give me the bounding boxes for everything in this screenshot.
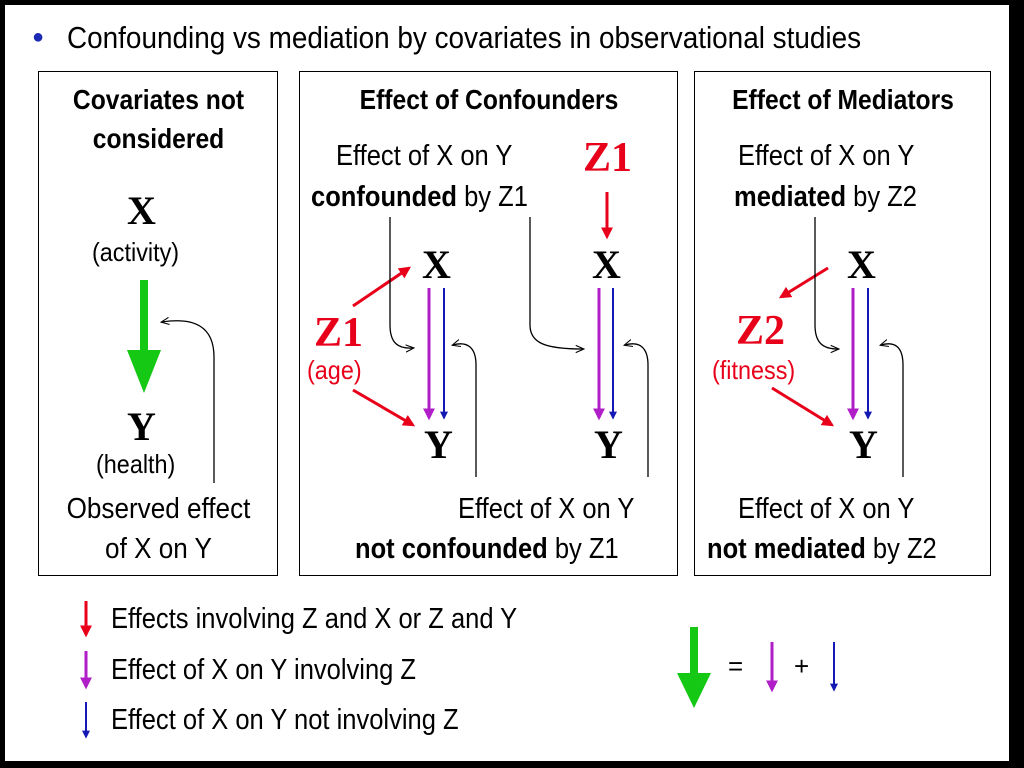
- panel1-y-label: Y: [127, 404, 156, 449]
- panel2-note2-rest: by Z1: [547, 533, 619, 565]
- slide: ● Confounding vs mediation by covariates…: [5, 5, 1009, 761]
- slide-title: Confounding vs mediation by covariates i…: [67, 20, 862, 55]
- legend-purple-text: Effect of X on Y involving Z: [111, 654, 417, 686]
- panel1-footer-line1: Observed effect: [66, 493, 251, 525]
- diagram-arrows: [80, 192, 904, 739]
- panel3-not-mediated-bold: not mediated: [707, 533, 866, 565]
- curve-not-mediated: [881, 344, 904, 477]
- legend-green-arrow: [677, 627, 711, 708]
- panel3-y-label: Y: [849, 422, 878, 467]
- panel3-note1-line1: Effect of X on Y: [738, 140, 915, 172]
- panel1-x-label: X: [127, 188, 156, 233]
- red-arrow-x-to-z2: [778, 266, 829, 299]
- curve-mediated: [814, 217, 838, 349]
- curve-confounded-right: [529, 217, 583, 349]
- panel2-confounded-bold: confounded: [311, 181, 458, 213]
- panel2-x-left: X: [422, 242, 451, 287]
- red-arrow-z2-to-y: [771, 386, 835, 427]
- panel3-z2-caption: (fitness): [712, 355, 796, 385]
- curve-not-confounded-right: [625, 344, 649, 477]
- panel1-heading-line1: Covariates not: [72, 84, 245, 115]
- panel2-y-right: Y: [594, 422, 623, 467]
- legend-equals: =: [728, 651, 744, 681]
- panel1-heading-line2: considered: [92, 123, 225, 154]
- panel3-note2-line1: Effect of X on Y: [738, 493, 915, 525]
- red-arrow-z1-to-x: [352, 266, 411, 308]
- panel2-note1-rest: by Z1: [457, 181, 528, 213]
- panel1-x-caption: (activity): [92, 237, 180, 267]
- panel-confounders: [299, 71, 678, 576]
- panel-mediators: [694, 71, 991, 576]
- panel2-y-left: Y: [424, 422, 453, 467]
- panel3-note2-rest: by Z2: [865, 533, 937, 565]
- panel3-note1-line2: mediated by Z2: [734, 183, 917, 212]
- panel3-note2-line2: not mediated by Z2: [707, 535, 937, 564]
- panel3-note1-rest: by Z2: [846, 181, 917, 213]
- panel3-x-label: X: [847, 242, 876, 287]
- panel2-x-right: X: [592, 242, 621, 287]
- panel1-y-caption: (health): [96, 449, 176, 479]
- panel3-heading: Effect of Mediators: [732, 84, 954, 115]
- legend-plus: +: [794, 651, 810, 681]
- panel2-z1-top: Z1: [583, 135, 633, 181]
- panel2-heading: Effect of Confounders: [359, 84, 619, 115]
- curve-confounded-left: [389, 217, 413, 348]
- panel-covariates-not-considered: [38, 71, 278, 576]
- panel3-mediated-bold: mediated: [734, 181, 847, 213]
- green-arrow-panel1: [127, 280, 161, 393]
- red-arrow-z1-to-y: [352, 388, 416, 427]
- legend-blue-text: Effect of X on Y not involving Z: [111, 704, 459, 736]
- title-bullet: ●: [32, 26, 45, 48]
- panel2-note1-line2: confounded by Z1: [311, 183, 528, 212]
- panel2-note2-line1: Effect of X on Y: [458, 493, 635, 525]
- legend-red-text: Effects involving Z and X or Z and Y: [111, 603, 518, 635]
- panel1-footer-line2: of X on Y: [105, 533, 212, 565]
- curve-not-confounded-left: [453, 344, 477, 477]
- panel2-z1-left: Z1: [314, 310, 364, 356]
- panel2-note2-line2: not confounded by Z1: [355, 535, 619, 564]
- curve-observed-effect: [162, 321, 215, 483]
- panel2-not-confounded-bold: not confounded: [355, 533, 548, 565]
- panel2-z1-caption: (age): [307, 355, 362, 385]
- panel3-z2-label: Z2: [736, 308, 786, 354]
- panel2-note1-line1: Effect of X on Y: [336, 140, 513, 172]
